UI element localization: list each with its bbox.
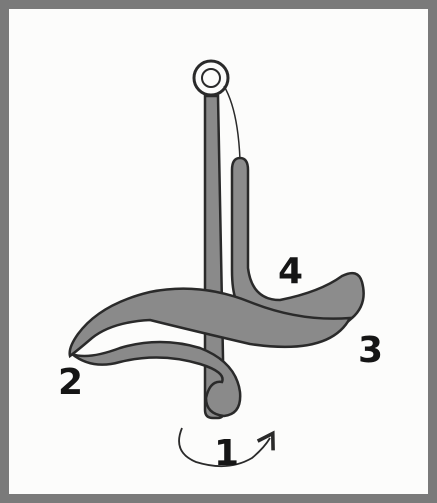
hook-eye [194, 61, 228, 95]
label-3: 3 [358, 330, 383, 371]
label-4: 4 [278, 251, 303, 292]
label-2: 2 [58, 362, 83, 403]
label-1: 1 [214, 433, 239, 474]
leader-line [224, 86, 240, 160]
